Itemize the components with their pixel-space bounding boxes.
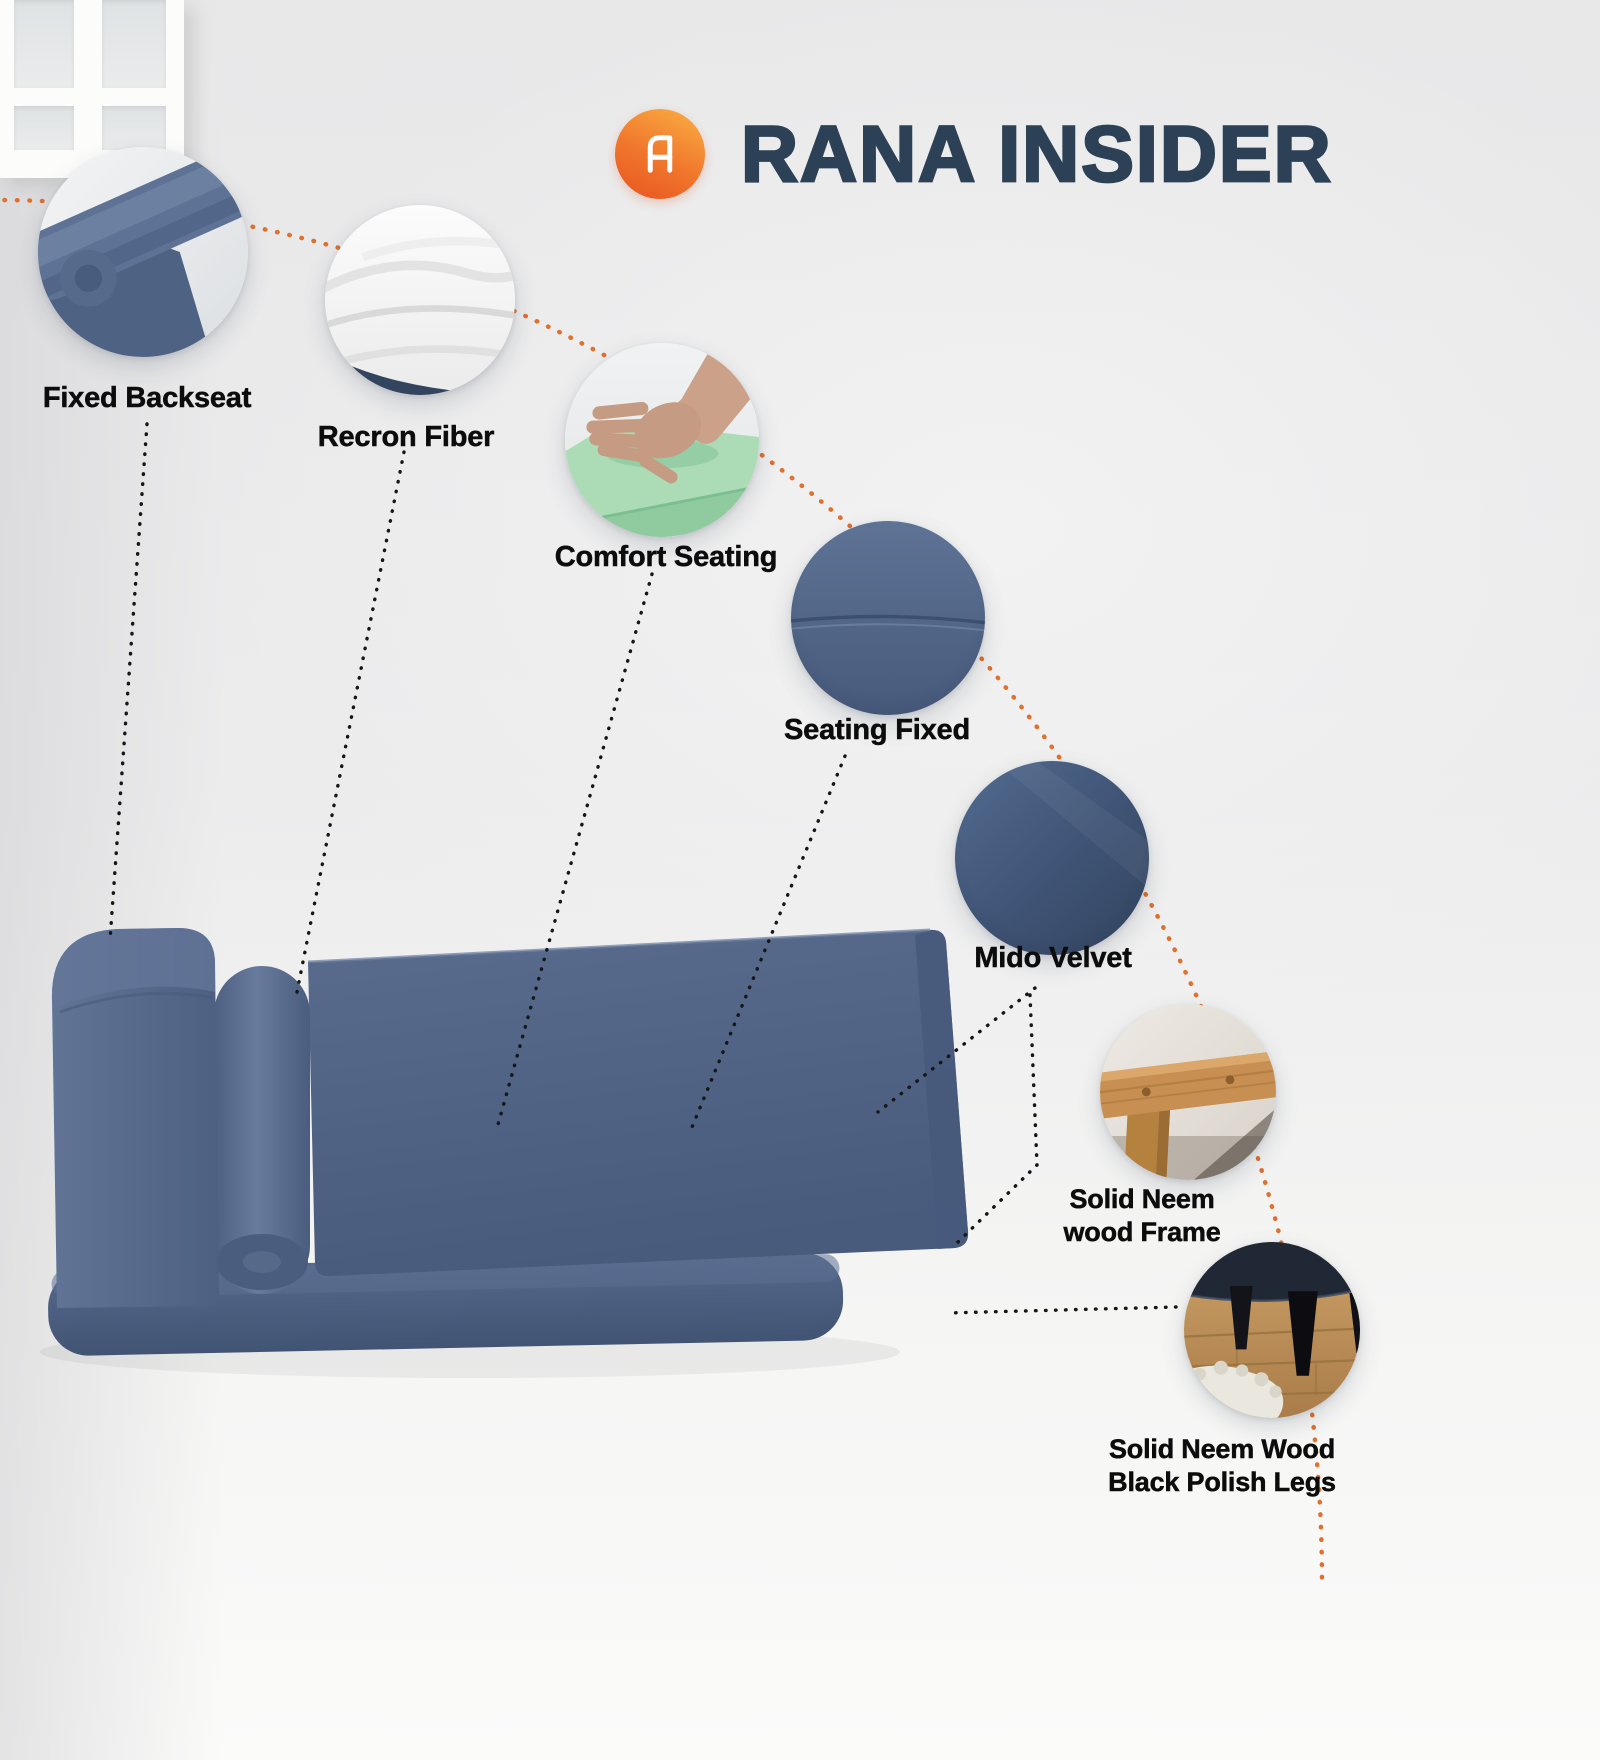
leader-comfort-seating <box>495 572 654 1130</box>
callout-mido-velvet <box>955 761 1149 955</box>
callout-neem-wood-frame <box>1100 1004 1276 1180</box>
sofa-illustration <box>40 928 969 1378</box>
leader-fixed-backseat <box>108 422 149 942</box>
sofa-bolster <box>214 966 310 1294</box>
leader-seating-fixed <box>688 754 847 1134</box>
recron-fiber-photo <box>325 205 515 395</box>
callout-comfort-seating <box>565 343 759 537</box>
brand-title: RANA INSIDER <box>740 108 1333 200</box>
neem-wood-legs-photo <box>1184 1242 1360 1418</box>
window-frame <box>0 0 184 178</box>
sofa-seat <box>308 929 969 1277</box>
window-pane <box>14 106 74 150</box>
window-pane <box>14 0 74 88</box>
leader-neem-wood-legs <box>945 1305 1178 1315</box>
chair-icon <box>647 135 673 173</box>
fixed-backseat-photo <box>38 147 248 357</box>
callout-fixed-backseat <box>38 147 248 357</box>
leader-mido-velvet <box>876 986 1037 1114</box>
label-seating-fixed: Seating Fixed <box>784 714 971 747</box>
neem-wood-frame-photo <box>1100 1004 1276 1180</box>
brand-logo <box>615 109 705 199</box>
window-pane <box>102 106 166 150</box>
label-fixed-backseat: Fixed Backseat <box>42 382 252 415</box>
callout-neem-wood-legs <box>1184 1242 1360 1418</box>
label-comfort-seating: Comfort Seating <box>554 541 778 574</box>
window-pane <box>102 0 166 88</box>
mido-velvet-photo <box>955 761 1149 955</box>
label-neem-wood-frame: Solid Neem wood Frame <box>1063 1184 1221 1247</box>
leader-neem-wood-frame <box>956 993 1039 1244</box>
callout-recron-fiber <box>325 205 515 395</box>
leader-recron-fiber <box>295 450 406 994</box>
seating-fixed-photo <box>791 521 985 715</box>
sofa-armrest <box>51 928 219 1308</box>
label-neem-wood-legs: Solid Neem Wood Black Polish Legs <box>1108 1434 1336 1497</box>
brand-header: RANA INSIDER <box>615 108 1333 200</box>
comfort-seating-photo <box>565 343 759 537</box>
label-recron-fiber: Recron Fiber <box>317 421 495 454</box>
label-mido-velvet: Mido Velvet <box>974 942 1132 975</box>
callout-seating-fixed <box>791 521 985 715</box>
